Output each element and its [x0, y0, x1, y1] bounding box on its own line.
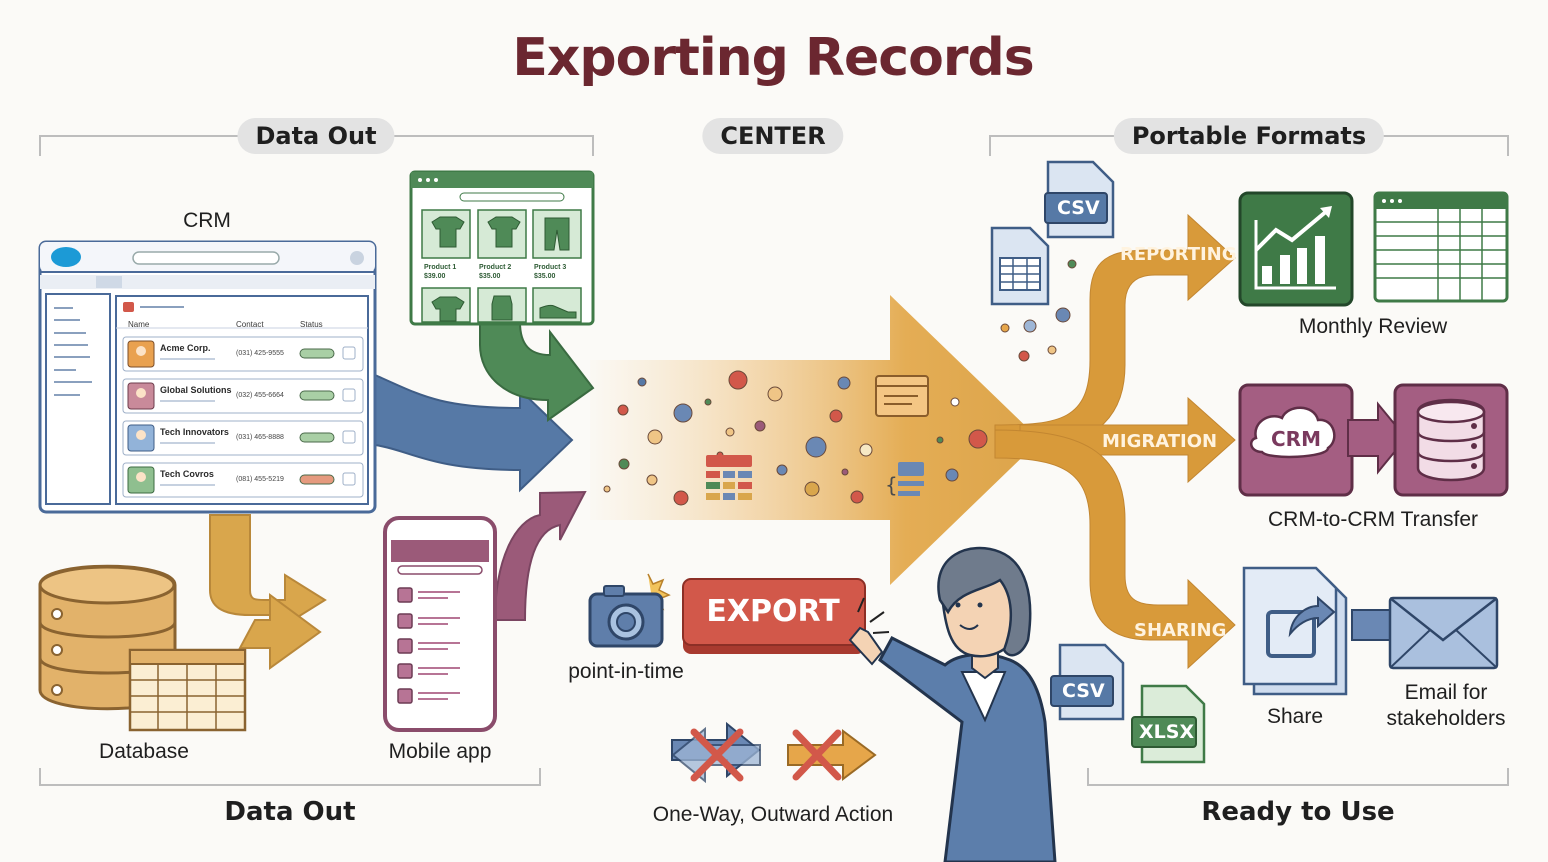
crm-col-contact: Contact — [236, 320, 264, 329]
output-branch-arrows — [994, 213, 1236, 670]
reporting-arrow-label: REPORTING — [1120, 244, 1237, 265]
mobile-phone — [383, 516, 497, 732]
csv-badge-top: CSV — [1057, 197, 1100, 219]
floating-brace-icon: { — [885, 462, 924, 497]
migration-arrow-label: MIGRATION — [1102, 431, 1218, 452]
crm-window — [38, 240, 377, 514]
export-button[interactable]: EXPORT — [706, 594, 840, 629]
status-pill — [299, 348, 335, 359]
csv-badge-bottom: CSV — [1062, 680, 1105, 702]
floating-document-icon — [875, 375, 929, 417]
center-section-header: CENTER — [702, 118, 844, 154]
camera-icon — [588, 573, 671, 648]
page-title: Exporting Records — [512, 28, 1034, 88]
crm-row-phone-3: (031) 465-8888 — [236, 434, 284, 441]
spreadsheet-grid-icon — [128, 648, 247, 732]
crm-row-name-4: Tech Covros — [160, 469, 214, 479]
right-footer-label: Ready to Use — [1201, 797, 1395, 827]
share-document-icon — [1242, 566, 1348, 696]
source-arrows — [209, 321, 595, 670]
crm-row-phone-1: (031) 425-9555 — [236, 350, 284, 357]
status-pill — [299, 390, 335, 401]
report-spreadsheet-icon — [1373, 191, 1509, 303]
crm-row-name-2: Global Solutions — [160, 385, 232, 395]
crm-col-status: Status — [300, 320, 323, 329]
xlsx-file-icon — [1131, 684, 1206, 764]
database-label: Database — [99, 740, 189, 763]
csv-file-icon-bottom — [1050, 643, 1125, 721]
email-envelope-icon — [1388, 596, 1499, 670]
no-two-way-icon — [671, 721, 761, 784]
spreadsheet-file-icon — [990, 226, 1050, 306]
cloud-logo-icon — [51, 247, 81, 267]
crm-label: CRM — [183, 209, 231, 232]
crm-col-name: Name — [128, 320, 150, 329]
share-to-email-connector — [1351, 609, 1393, 641]
product-1-label: Product 1$39.00 — [424, 264, 457, 280]
product-2-label: Product 2$35.00 — [479, 264, 512, 280]
presenter-figure — [848, 546, 1057, 862]
crm-search-bar — [132, 251, 280, 265]
format-particles — [1000, 259, 1077, 362]
point-in-time-label: point-in-time — [568, 660, 684, 683]
email-label-line-2: stakeholders — [1386, 707, 1506, 730]
email-label-line-1: Email for — [1404, 681, 1488, 704]
chart-tile-icon — [1238, 191, 1354, 307]
migration-tiles — [1238, 383, 1509, 497]
crm-row-phone-4: (081) 455-5219 — [236, 476, 284, 483]
export-button-shape — [682, 578, 890, 654]
section-brackets — [39, 135, 1509, 786]
xlsx-badge: XLSX — [1139, 721, 1195, 743]
one-way-arrow-icon — [787, 729, 877, 781]
sharing-arrow-label: SHARING — [1134, 620, 1227, 641]
one-way-label: One-Way, Outward Action — [652, 803, 894, 826]
crm-transfer-label: CRM-to-CRM Transfer — [1267, 508, 1479, 531]
monthly-review-label: Monthly Review — [1298, 315, 1448, 338]
share-label: Share — [1266, 705, 1324, 728]
crm-row-name-3: Tech Innovators — [160, 427, 229, 437]
csv-file-icon-top — [1044, 160, 1115, 239]
status-pill — [299, 432, 335, 443]
floating-table-icon — [706, 455, 752, 500]
status-pill — [299, 474, 335, 485]
svg-text:{: { — [885, 473, 898, 497]
crm-row-phone-2: (032) 455-6664 — [236, 392, 284, 399]
left-section-header: Data Out — [237, 118, 395, 154]
mobile-app-label: Mobile app — [388, 740, 492, 763]
data-particles — [603, 370, 988, 506]
right-section-header: Portable Formats — [1113, 118, 1385, 154]
crm-cloud-label: CRM — [1271, 427, 1321, 451]
shop-window — [409, 170, 595, 326]
contact-avatars — [127, 340, 155, 494]
product-3-label: Product 3$35.00 — [534, 264, 567, 280]
crm-row-name-1: Acme Corp. — [160, 343, 211, 353]
left-footer-label: Data Out — [224, 797, 356, 827]
